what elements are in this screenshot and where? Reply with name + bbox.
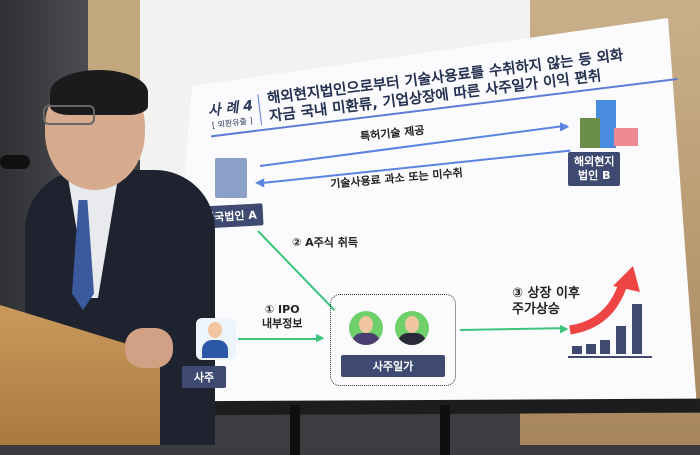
speaker-hand xyxy=(125,328,173,368)
arrow-head-icon: ▶ xyxy=(316,331,325,344)
family-member-avatar-icon xyxy=(349,311,383,345)
step2-label: ② A주식 취득 xyxy=(292,236,358,249)
owner-family-group: 사주일가 xyxy=(330,294,456,386)
owner-avatar-icon xyxy=(196,318,236,360)
arrow-head-icon: ▶ xyxy=(560,322,569,335)
overseas-buildings-icon xyxy=(578,100,640,148)
red-rising-arrow-icon xyxy=(569,266,640,335)
step1-label: ① IPO 내부정보 xyxy=(262,303,302,331)
speaker-tie xyxy=(72,200,94,310)
step3-line-2: 주가상승 xyxy=(512,302,560,317)
microphone xyxy=(0,155,30,169)
step1-line-1: ① IPO xyxy=(264,303,300,316)
arrow-head-right-icon: ▶ xyxy=(560,119,570,133)
speaker-glasses xyxy=(43,105,95,125)
overseas-corp-label: 해외현지 법인 B xyxy=(568,152,621,186)
family-member-avatar-icon xyxy=(395,311,429,345)
easel-leg xyxy=(440,405,450,455)
arrow-ipo-info xyxy=(238,338,320,340)
overseas-corp-line-2: 법인 B xyxy=(578,169,611,182)
owner-family-label: 사주일가 xyxy=(341,355,445,377)
speaker-hair xyxy=(50,70,148,115)
step1-line-2: 내부정보 xyxy=(262,317,303,330)
owner-label: 사주 xyxy=(182,366,226,388)
overseas-corp-line-1: 해외현지 xyxy=(574,155,615,168)
step3-line-1: ③ 상장 이후 xyxy=(512,286,580,301)
rising-bar-chart-icon xyxy=(568,300,652,358)
arrow-head-left-icon: ◀ xyxy=(255,175,265,189)
office-building-icon xyxy=(215,158,247,198)
poster-frame-bottom xyxy=(159,398,700,416)
easel-leg xyxy=(290,405,300,455)
step3-label: ③ 상장 이후 주가상승 xyxy=(512,286,580,318)
